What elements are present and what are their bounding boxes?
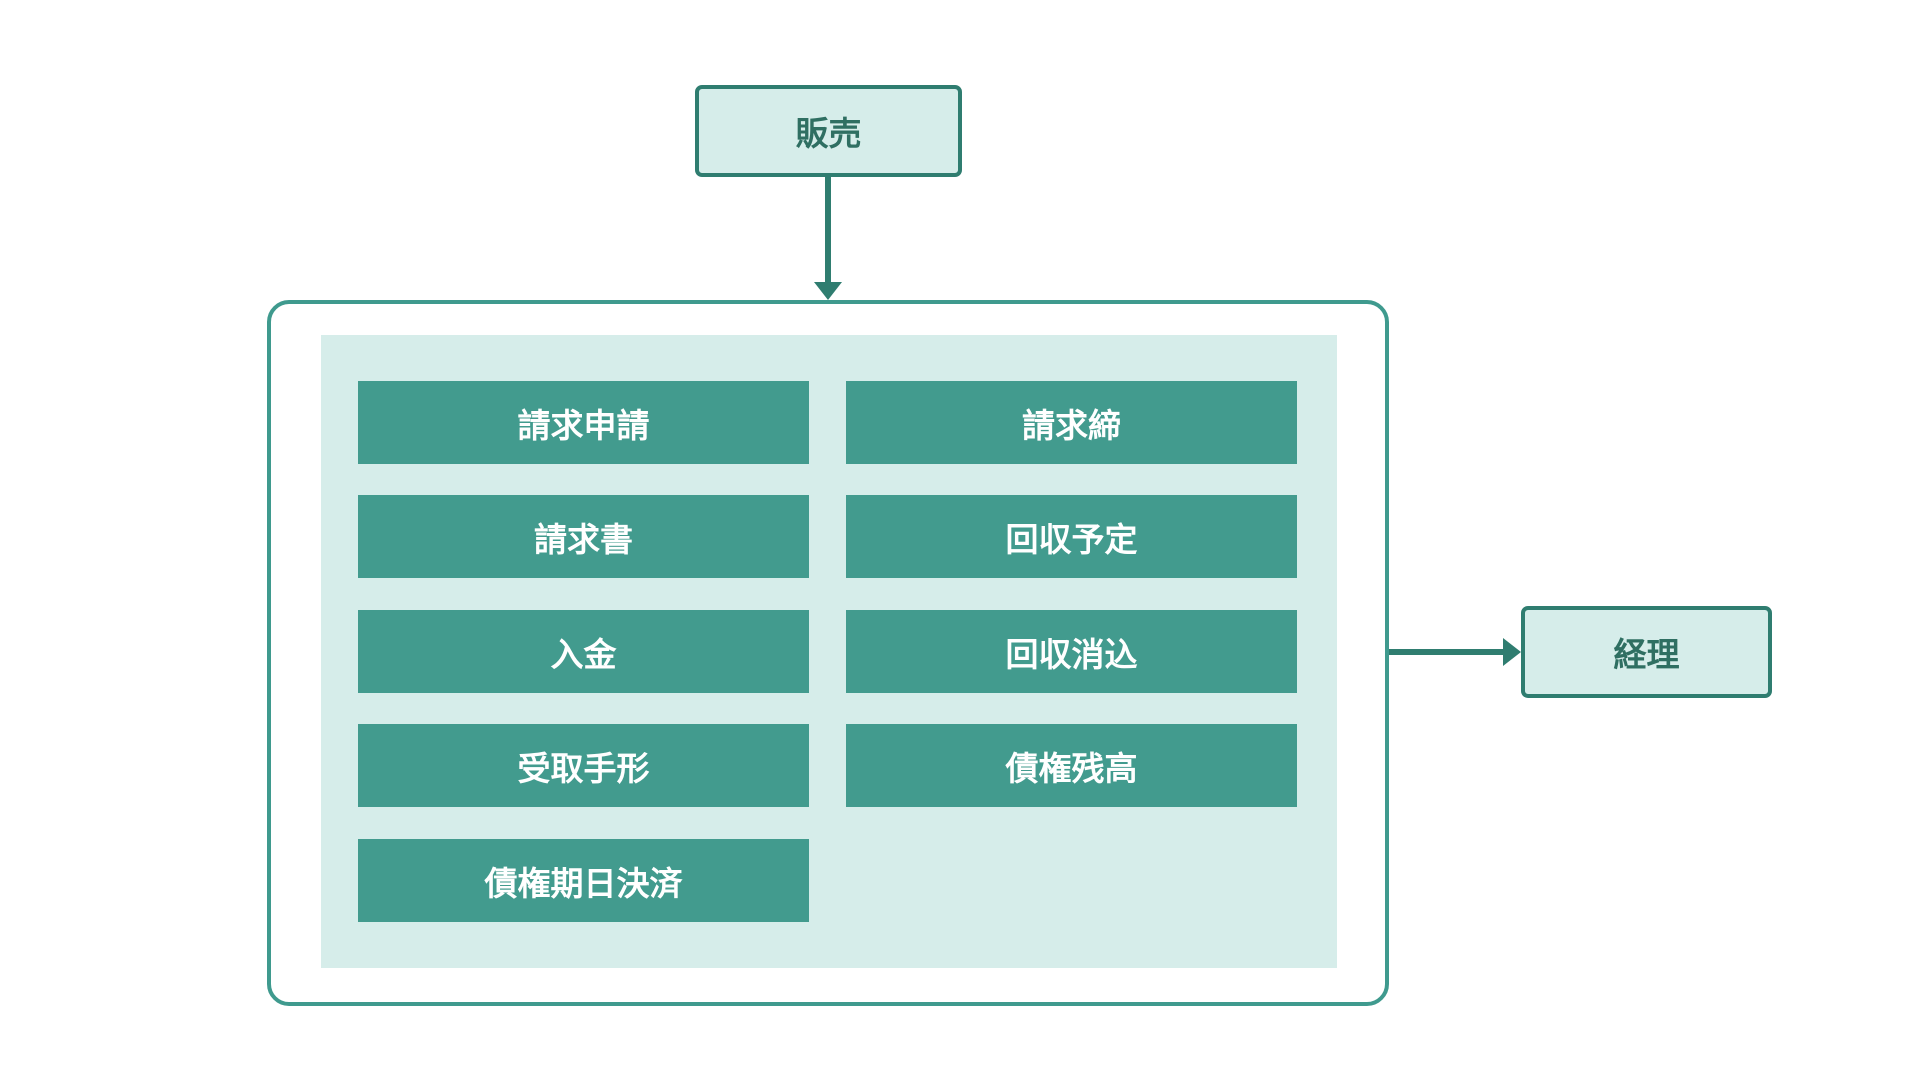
- module-billing-close: 請求締: [846, 381, 1297, 464]
- module-collection-schedule: 回収予定: [846, 495, 1297, 578]
- arrowhead-right: [1503, 638, 1521, 666]
- module-label: 受取手形: [517, 748, 650, 788]
- module-label: 請求書: [534, 519, 633, 559]
- module-payment-receipt: 入金: [358, 610, 809, 693]
- module-notes-receivable: 受取手形: [358, 724, 809, 807]
- sales-node-label: 販売: [795, 114, 862, 153]
- module-label: 回収消込: [1005, 634, 1138, 674]
- accounting-node: 経理: [1521, 606, 1772, 698]
- module-label: 請求申請: [517, 405, 650, 445]
- module-invoice: 請求書: [358, 495, 809, 578]
- module-label: 債権期日決済: [484, 863, 683, 903]
- module-label: 債権残高: [1005, 748, 1138, 788]
- module-label: 請求締: [1022, 405, 1121, 445]
- sales-node: 販売: [695, 85, 962, 177]
- module-receivable-due-settlement: 債権期日決済: [358, 839, 809, 922]
- accounting-node-label: 経理: [1613, 635, 1680, 674]
- module-billing-request: 請求申請: [358, 381, 809, 464]
- module-collection-reconciliation: 回収消込: [846, 610, 1297, 693]
- arrowhead-down: [814, 282, 842, 300]
- module-label: 回収予定: [1005, 519, 1138, 559]
- module-label: 入金: [550, 634, 617, 674]
- module-receivable-balance: 債権残高: [846, 724, 1297, 807]
